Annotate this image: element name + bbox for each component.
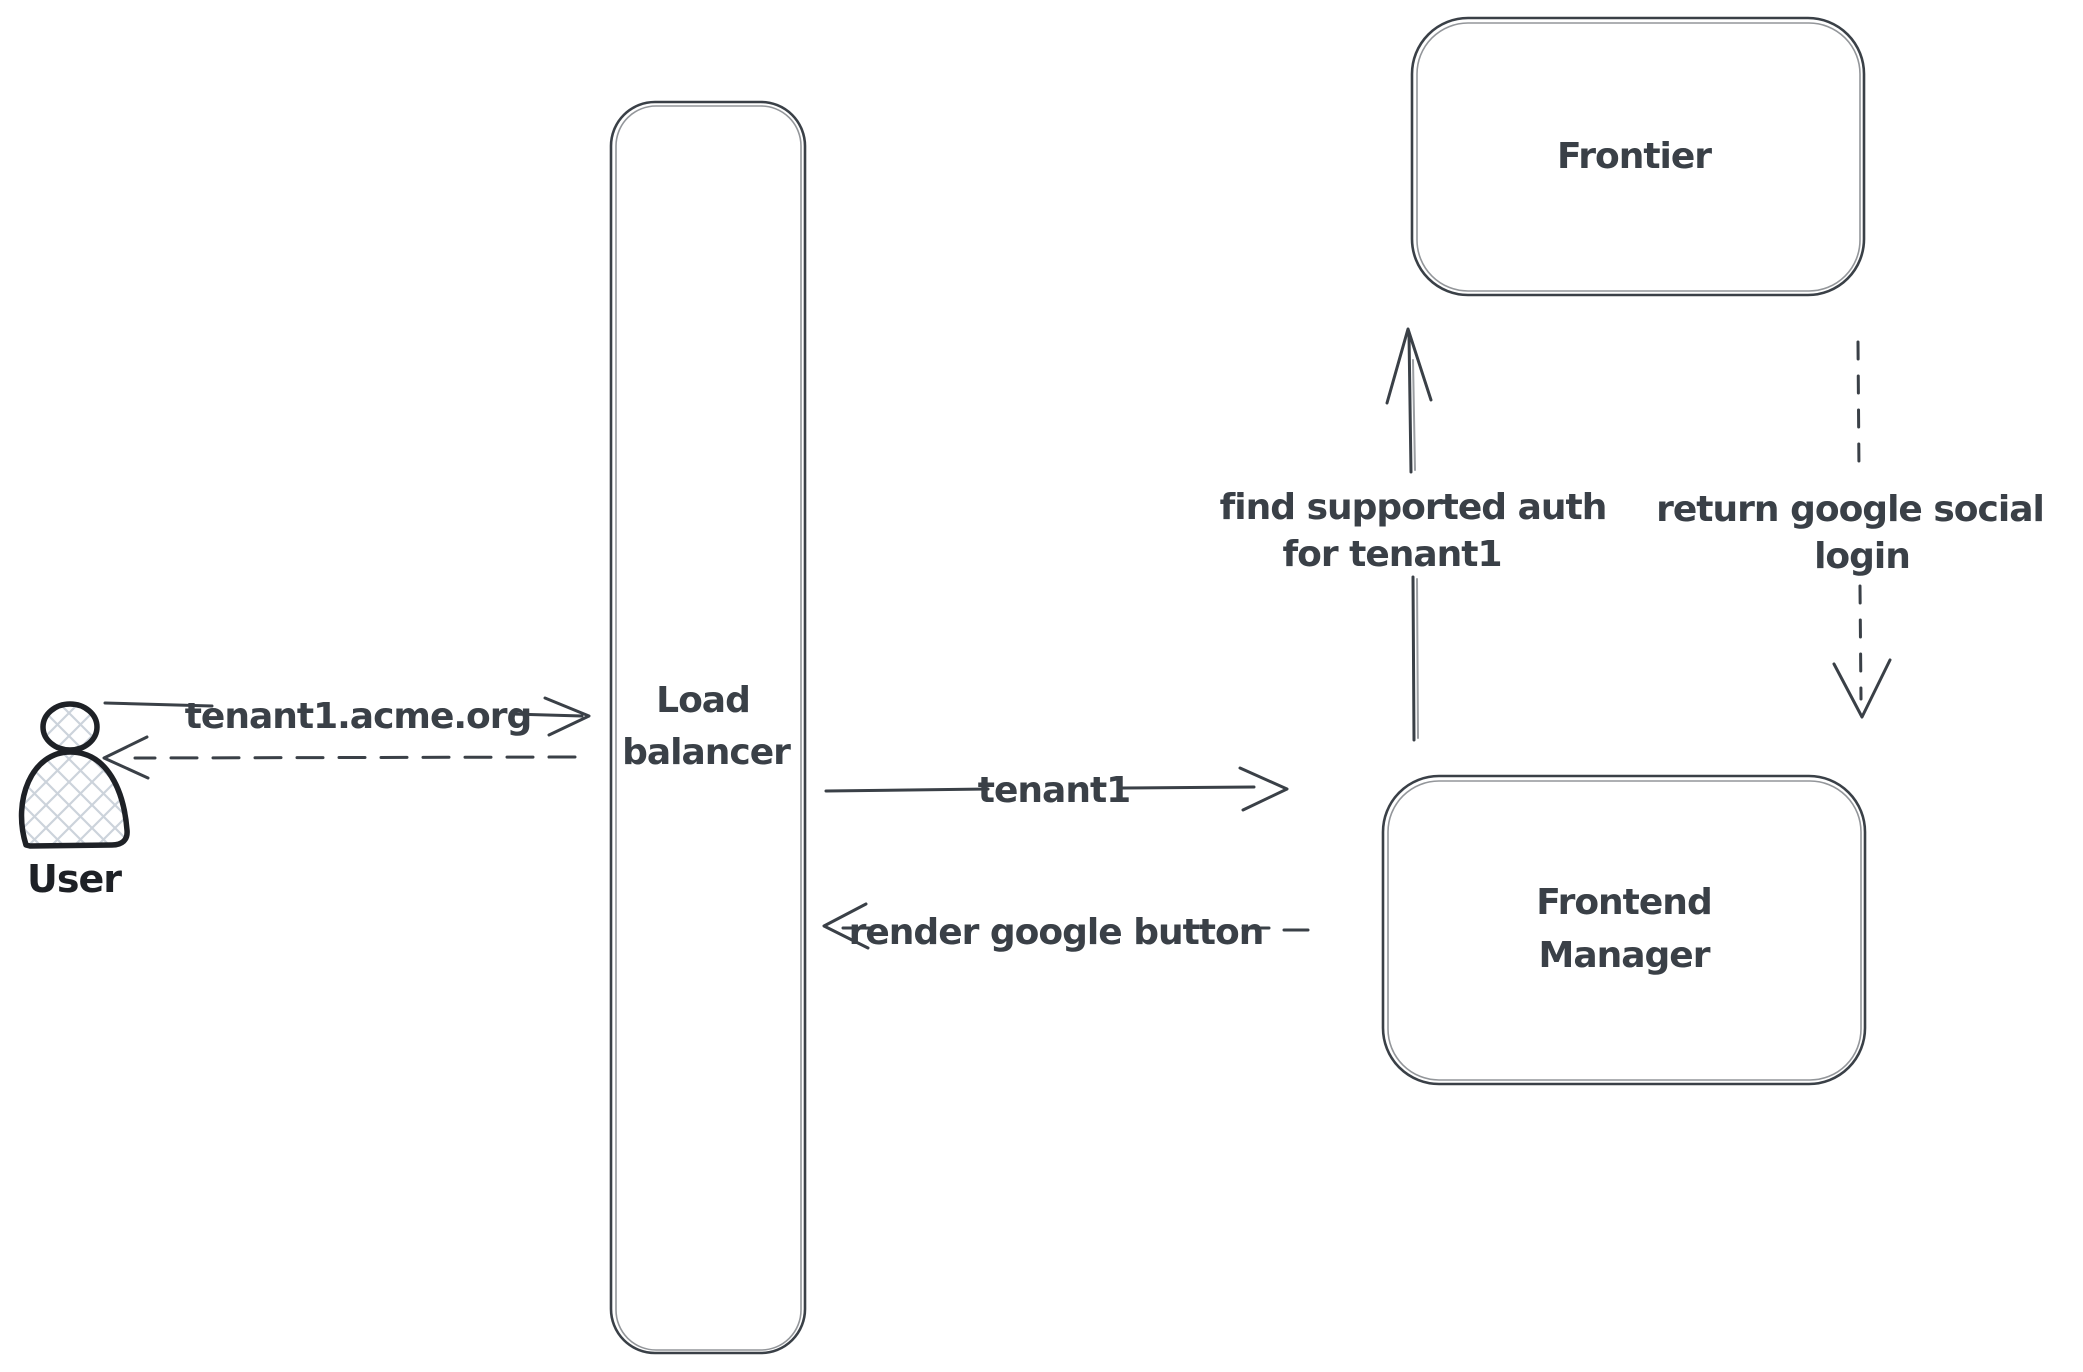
- arrow-fm-to-frontier-shaft-low-sketch: [1416, 578, 1419, 739]
- arrow-right-icon: [543, 696, 591, 737]
- frontend-manager-box-sketch: [1387, 780, 1862, 1081]
- frontier-node: Frontier: [1410, 16, 1866, 297]
- arrow-lb-to-user-shaft: [133, 755, 577, 760]
- arrow-right-icon: [1238, 766, 1289, 812]
- arrow-left-icon: [102, 735, 150, 780]
- user-body-shape: [18, 749, 130, 849]
- arrow-frontier-to-fm-shaft-top: [1856, 340, 1861, 474]
- frontier-label: Frontier: [1557, 136, 1712, 177]
- arrow-lb-to-fm-label: tenant1: [978, 770, 1130, 811]
- arrow-up-icon: [1385, 327, 1433, 405]
- arrow-lb-to-user: [102, 735, 577, 780]
- load-balancer-box: [609, 100, 807, 1355]
- arrow-frontier-to-fm-label-line1: return google social: [1656, 489, 2044, 530]
- user-label: User: [27, 857, 122, 901]
- frontend-manager-label-line1: Frontend: [1536, 882, 1711, 923]
- load-balancer-label-line1: Load: [656, 680, 750, 721]
- arrow-frontier-to-fm-label-line2: login: [1814, 536, 1910, 577]
- load-balancer-box-sketch: [615, 105, 802, 1351]
- arrow-user-to-lb-label: tenant1.acme.org: [185, 696, 532, 737]
- arrow-down-icon: [1832, 658, 1892, 719]
- arrow-lb-to-fm-shaft-left: [824, 787, 990, 793]
- load-balancer-node: Load balancer: [609, 100, 807, 1355]
- arrow-fm-to-frontier-shaft-high: [1407, 332, 1413, 474]
- frontend-manager-box: [1381, 774, 1867, 1086]
- frontier-box-sketch: [1416, 22, 1861, 292]
- arrow-user-to-lb-shaft-left: [103, 701, 214, 708]
- arrow-fm-to-lb: render google button: [822, 902, 1310, 953]
- arrow-frontier-to-fm: return google social login: [1656, 340, 2045, 719]
- arrow-left-icon: [822, 902, 870, 950]
- load-balancer-label-line2: balancer: [622, 732, 791, 773]
- arrow-lb-to-fm-shaft-right: [1120, 785, 1256, 790]
- frontend-manager-node: Frontend Manager: [1381, 774, 1867, 1086]
- arrow-fm-to-frontier-shaft-low: [1411, 575, 1416, 742]
- user-head-shape: [40, 701, 100, 753]
- frontend-manager-label-line2: Manager: [1539, 935, 1711, 976]
- user-actor: User: [18, 701, 130, 901]
- frontier-box: [1410, 16, 1866, 297]
- arrow-fm-to-frontier-shaft-high-sketch: [1412, 359, 1416, 471]
- arrow-fm-to-frontier-label-line1: find supported auth: [1220, 487, 1607, 528]
- arrow-fm-to-lb-label: render google button: [849, 912, 1264, 953]
- arrow-lb-to-fm: tenant1: [824, 766, 1289, 812]
- arrow-user-to-lb: tenant1.acme.org: [103, 696, 591, 737]
- arrow-fm-to-frontier-label-line2: for tenant1: [1282, 534, 1501, 575]
- user-icon: [18, 701, 130, 849]
- arrow-user-to-lb-shaft-right: [510, 712, 584, 718]
- arrow-fm-to-frontier: find supported auth for tenant1: [1220, 327, 1607, 742]
